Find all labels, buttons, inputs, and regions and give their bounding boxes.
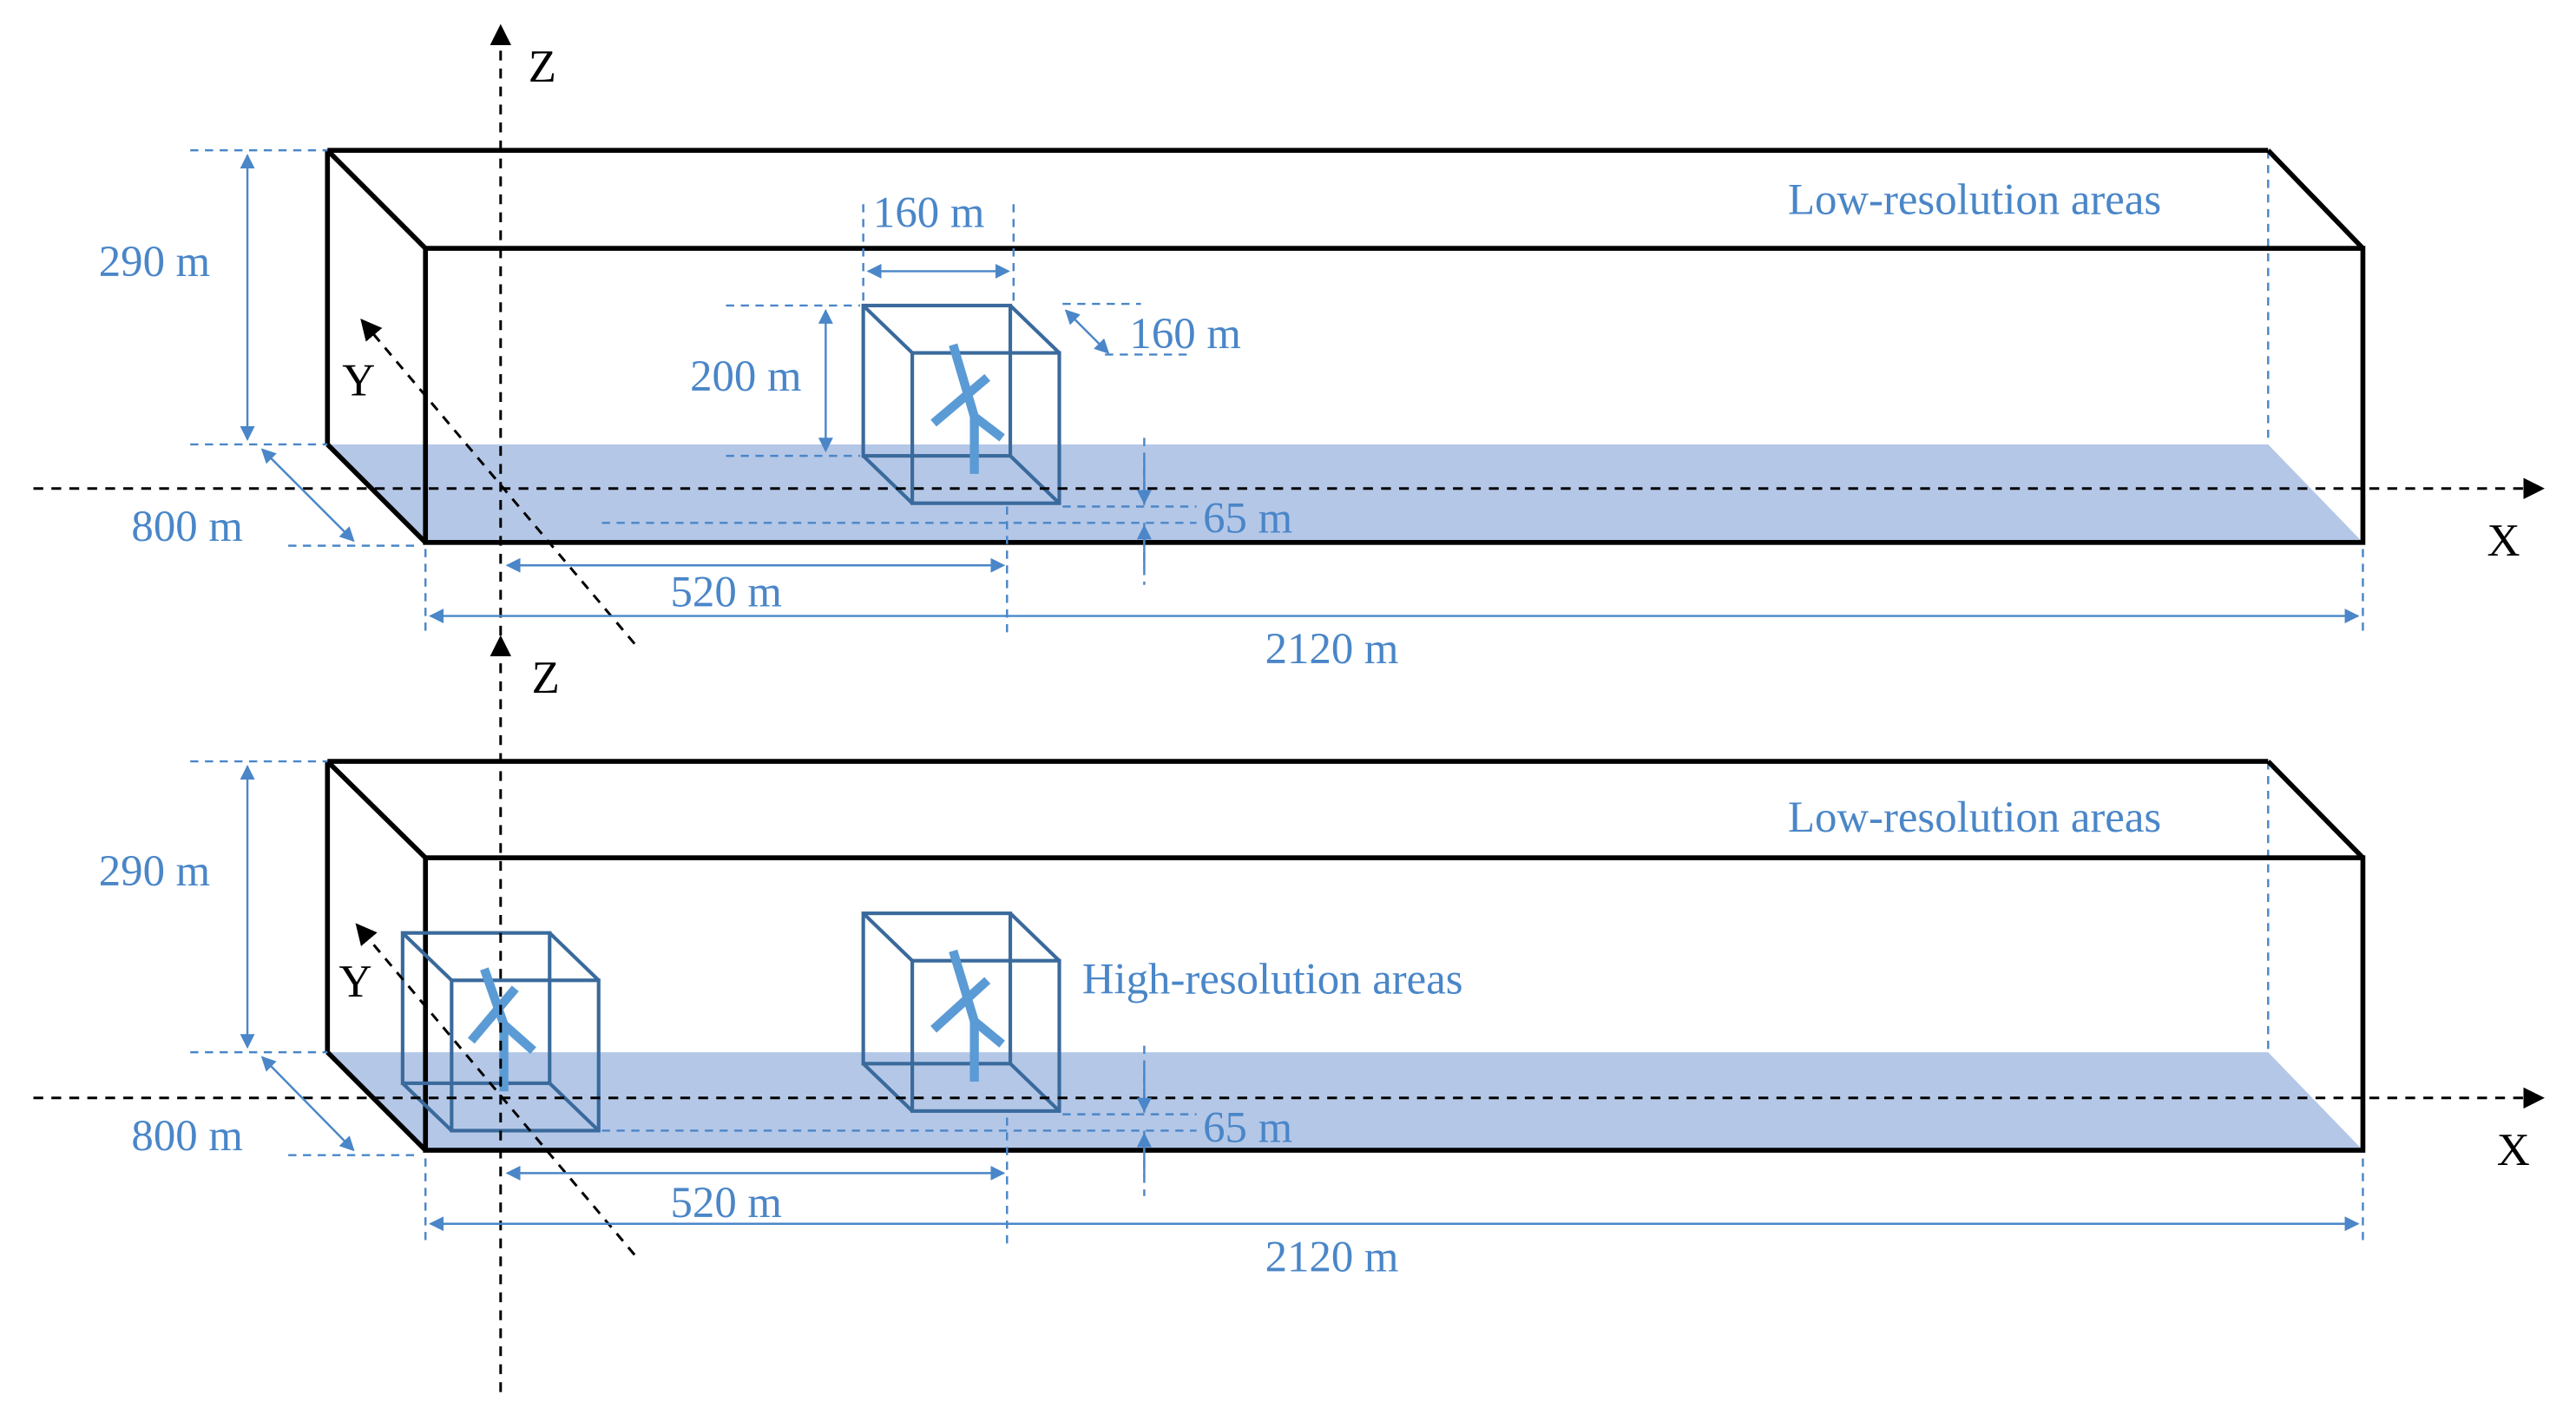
low-resolution-label: Low-resolution areas [1788, 793, 2161, 841]
fine-box [861, 303, 1061, 505]
domain-box [325, 759, 2366, 1153]
dim-length-label: 2120 m [1265, 1232, 1399, 1280]
turbine-icon [930, 949, 1005, 1082]
ground-plane [327, 444, 2363, 543]
dim-fine-width-label: 160 m [873, 188, 984, 237]
dim-height-label: 290 m [99, 237, 210, 286]
dim-turbine-x-label: 520 m [671, 1178, 782, 1227]
high-resolution-label: High-resolution areas [1082, 954, 1463, 1003]
axis-label-x: X [2497, 1125, 2530, 1175]
axis-label-z: Z [532, 653, 560, 703]
panel-top: 290 m 800 m 160 m 200 m 160 m 65 m 520 m… [33, 23, 2545, 673]
dim-width-label: 800 m [131, 502, 242, 550]
fine-box-upstream [400, 931, 601, 1133]
y-axis [355, 923, 636, 1256]
fine-box-downstream [861, 911, 1061, 1113]
dimension-lines [190, 148, 2364, 638]
dim-length-label: 2120 m [1265, 624, 1399, 673]
ground-plane [327, 1052, 2363, 1151]
dim-fine-depth-label: 160 m [1129, 309, 1240, 358]
axis-label-y: Y [338, 957, 371, 1007]
turbine-icon [930, 343, 1005, 474]
axis-label-z: Z [529, 42, 556, 92]
axes [33, 23, 2545, 654]
dim-turbine-x-label: 520 m [671, 567, 782, 615]
dim-width-label: 800 m [131, 1111, 242, 1160]
dim-hub-offset-label: 65 m [1203, 494, 1292, 543]
turbine-icon [467, 967, 536, 1092]
panel-bottom: 290 m 800 m 65 m 520 m 2120 m Low-resolu… [33, 635, 2545, 1392]
axis-label-x: X [2487, 516, 2520, 566]
dimension-lines [190, 760, 2364, 1248]
dim-hub-offset-label: 65 m [1203, 1103, 1292, 1152]
dim-fine-height-label: 200 m [690, 352, 801, 400]
axes [33, 635, 2545, 1392]
dim-height-label: 290 m [99, 846, 210, 895]
low-resolution-label: Low-resolution areas [1788, 175, 2161, 224]
axis-label-y: Y [342, 355, 375, 405]
